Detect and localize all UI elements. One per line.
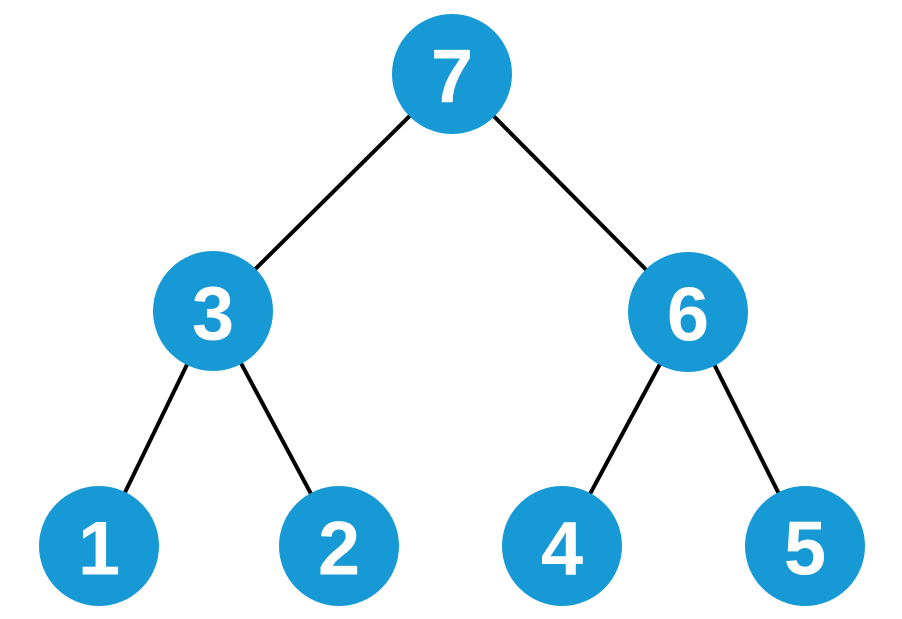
- tree-node-circle: [392, 14, 512, 134]
- tree-node-5: 5: [745, 486, 865, 606]
- tree-node-circle: [39, 486, 159, 606]
- tree-node-2: 2: [279, 486, 399, 606]
- tree-node-label: 1: [78, 507, 120, 592]
- tree-node-label: 6: [667, 273, 709, 358]
- tree-node-1: 1: [39, 486, 159, 606]
- tree-node-label: 7: [431, 35, 473, 120]
- tree-node-label: 3: [192, 272, 234, 357]
- tree-nodes-layer: 7 3 6 1 2 4 5: [39, 14, 865, 606]
- tree-node-label: 2: [318, 507, 360, 592]
- tree-node-3: 3: [153, 251, 273, 371]
- tree-node-circle: [153, 251, 273, 371]
- tree-node-label: 4: [541, 507, 583, 592]
- tree-node-4: 4: [502, 486, 622, 606]
- tree-node-7: 7: [392, 14, 512, 134]
- tree-node-6: 6: [628, 252, 748, 372]
- tree-node-label: 5: [784, 507, 826, 592]
- tree-node-circle: [502, 486, 622, 606]
- tree-node-circle: [745, 486, 865, 606]
- tree-node-circle: [628, 252, 748, 372]
- tree-node-circle: [279, 486, 399, 606]
